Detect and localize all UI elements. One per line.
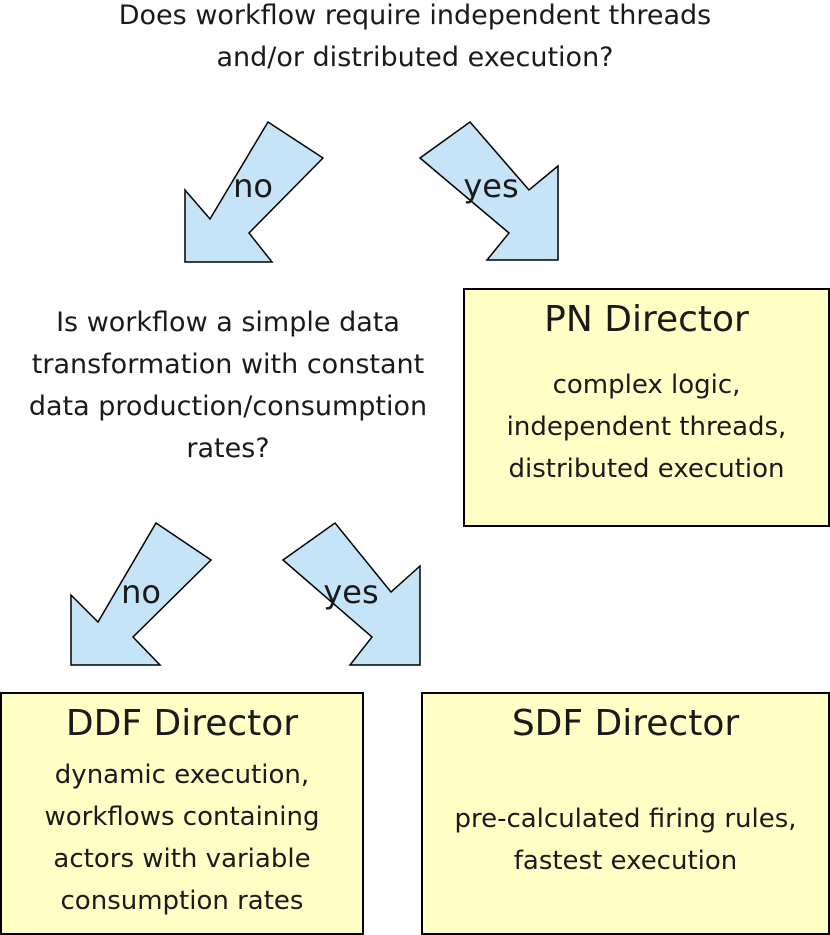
arrow-top-no: no bbox=[184, 120, 325, 263]
sdf-director-line-1: pre-calculated firing rules, bbox=[454, 804, 797, 834]
root-question: Does workflow require independent thread… bbox=[0, 0, 830, 79]
second-question-line-1: Is workflow a simple data bbox=[56, 307, 400, 338]
pn-director-line-3: distributed execution bbox=[508, 454, 785, 484]
arrow-bottom-yes-shape bbox=[281, 521, 421, 666]
ddf-director-description: dynamic execution, workflows containing … bbox=[2, 754, 362, 922]
pn-director-line-2: independent threads, bbox=[506, 412, 787, 442]
second-question: Is workflow a simple data transformation… bbox=[8, 302, 448, 470]
arrow-top-no-label: no bbox=[233, 167, 273, 205]
sdf-director-title: SDF Director bbox=[511, 703, 740, 744]
ddf-director-line-1: dynamic execution, bbox=[54, 760, 310, 790]
pn-director-title: PN Director bbox=[544, 299, 749, 340]
arrow-bottom-yes: yes bbox=[281, 521, 421, 666]
arrow-bottom-yes-label: yes bbox=[323, 573, 378, 611]
ddf-director-title: DDF Director bbox=[65, 703, 299, 744]
arrow-top-yes: yes bbox=[418, 120, 559, 261]
second-question-line-3: data production/consumption bbox=[28, 391, 428, 422]
sdf-director-box: SDF Director pre-calculated firing rules… bbox=[421, 692, 830, 935]
ddf-director-box: DDF Director dynamic execution, workflow… bbox=[0, 692, 364, 935]
pn-director-line-1: complex logic, bbox=[552, 370, 741, 400]
root-question-line-2: and/or distributed execution? bbox=[216, 42, 614, 73]
sdf-director-line-2: fastest execution bbox=[513, 846, 738, 876]
ddf-director-line-2: workflows containing bbox=[44, 802, 320, 832]
ddf-director-line-4: consumption rates bbox=[60, 886, 304, 916]
arrow-top-yes-shape bbox=[418, 120, 559, 261]
sdf-director-description: pre-calculated firing rules, fastest exe… bbox=[423, 798, 828, 882]
pn-director-box: PN Director complex logic, independent t… bbox=[463, 288, 830, 527]
pn-director-description: complex logic, independent threads, dist… bbox=[465, 364, 828, 490]
root-question-line-1: Does workflow require independent thread… bbox=[118, 0, 712, 31]
arrow-top-yes-label: yes bbox=[463, 167, 518, 205]
arrow-bottom-no-shape bbox=[70, 521, 213, 666]
arrow-top-no-shape bbox=[184, 120, 325, 263]
ddf-director-line-3: actors with variable bbox=[53, 844, 311, 874]
second-question-line-2: transformation with constant bbox=[31, 349, 425, 380]
arrow-bottom-no: no bbox=[70, 521, 213, 666]
arrow-bottom-no-label: no bbox=[121, 573, 161, 611]
second-question-line-4: rates? bbox=[186, 433, 270, 464]
